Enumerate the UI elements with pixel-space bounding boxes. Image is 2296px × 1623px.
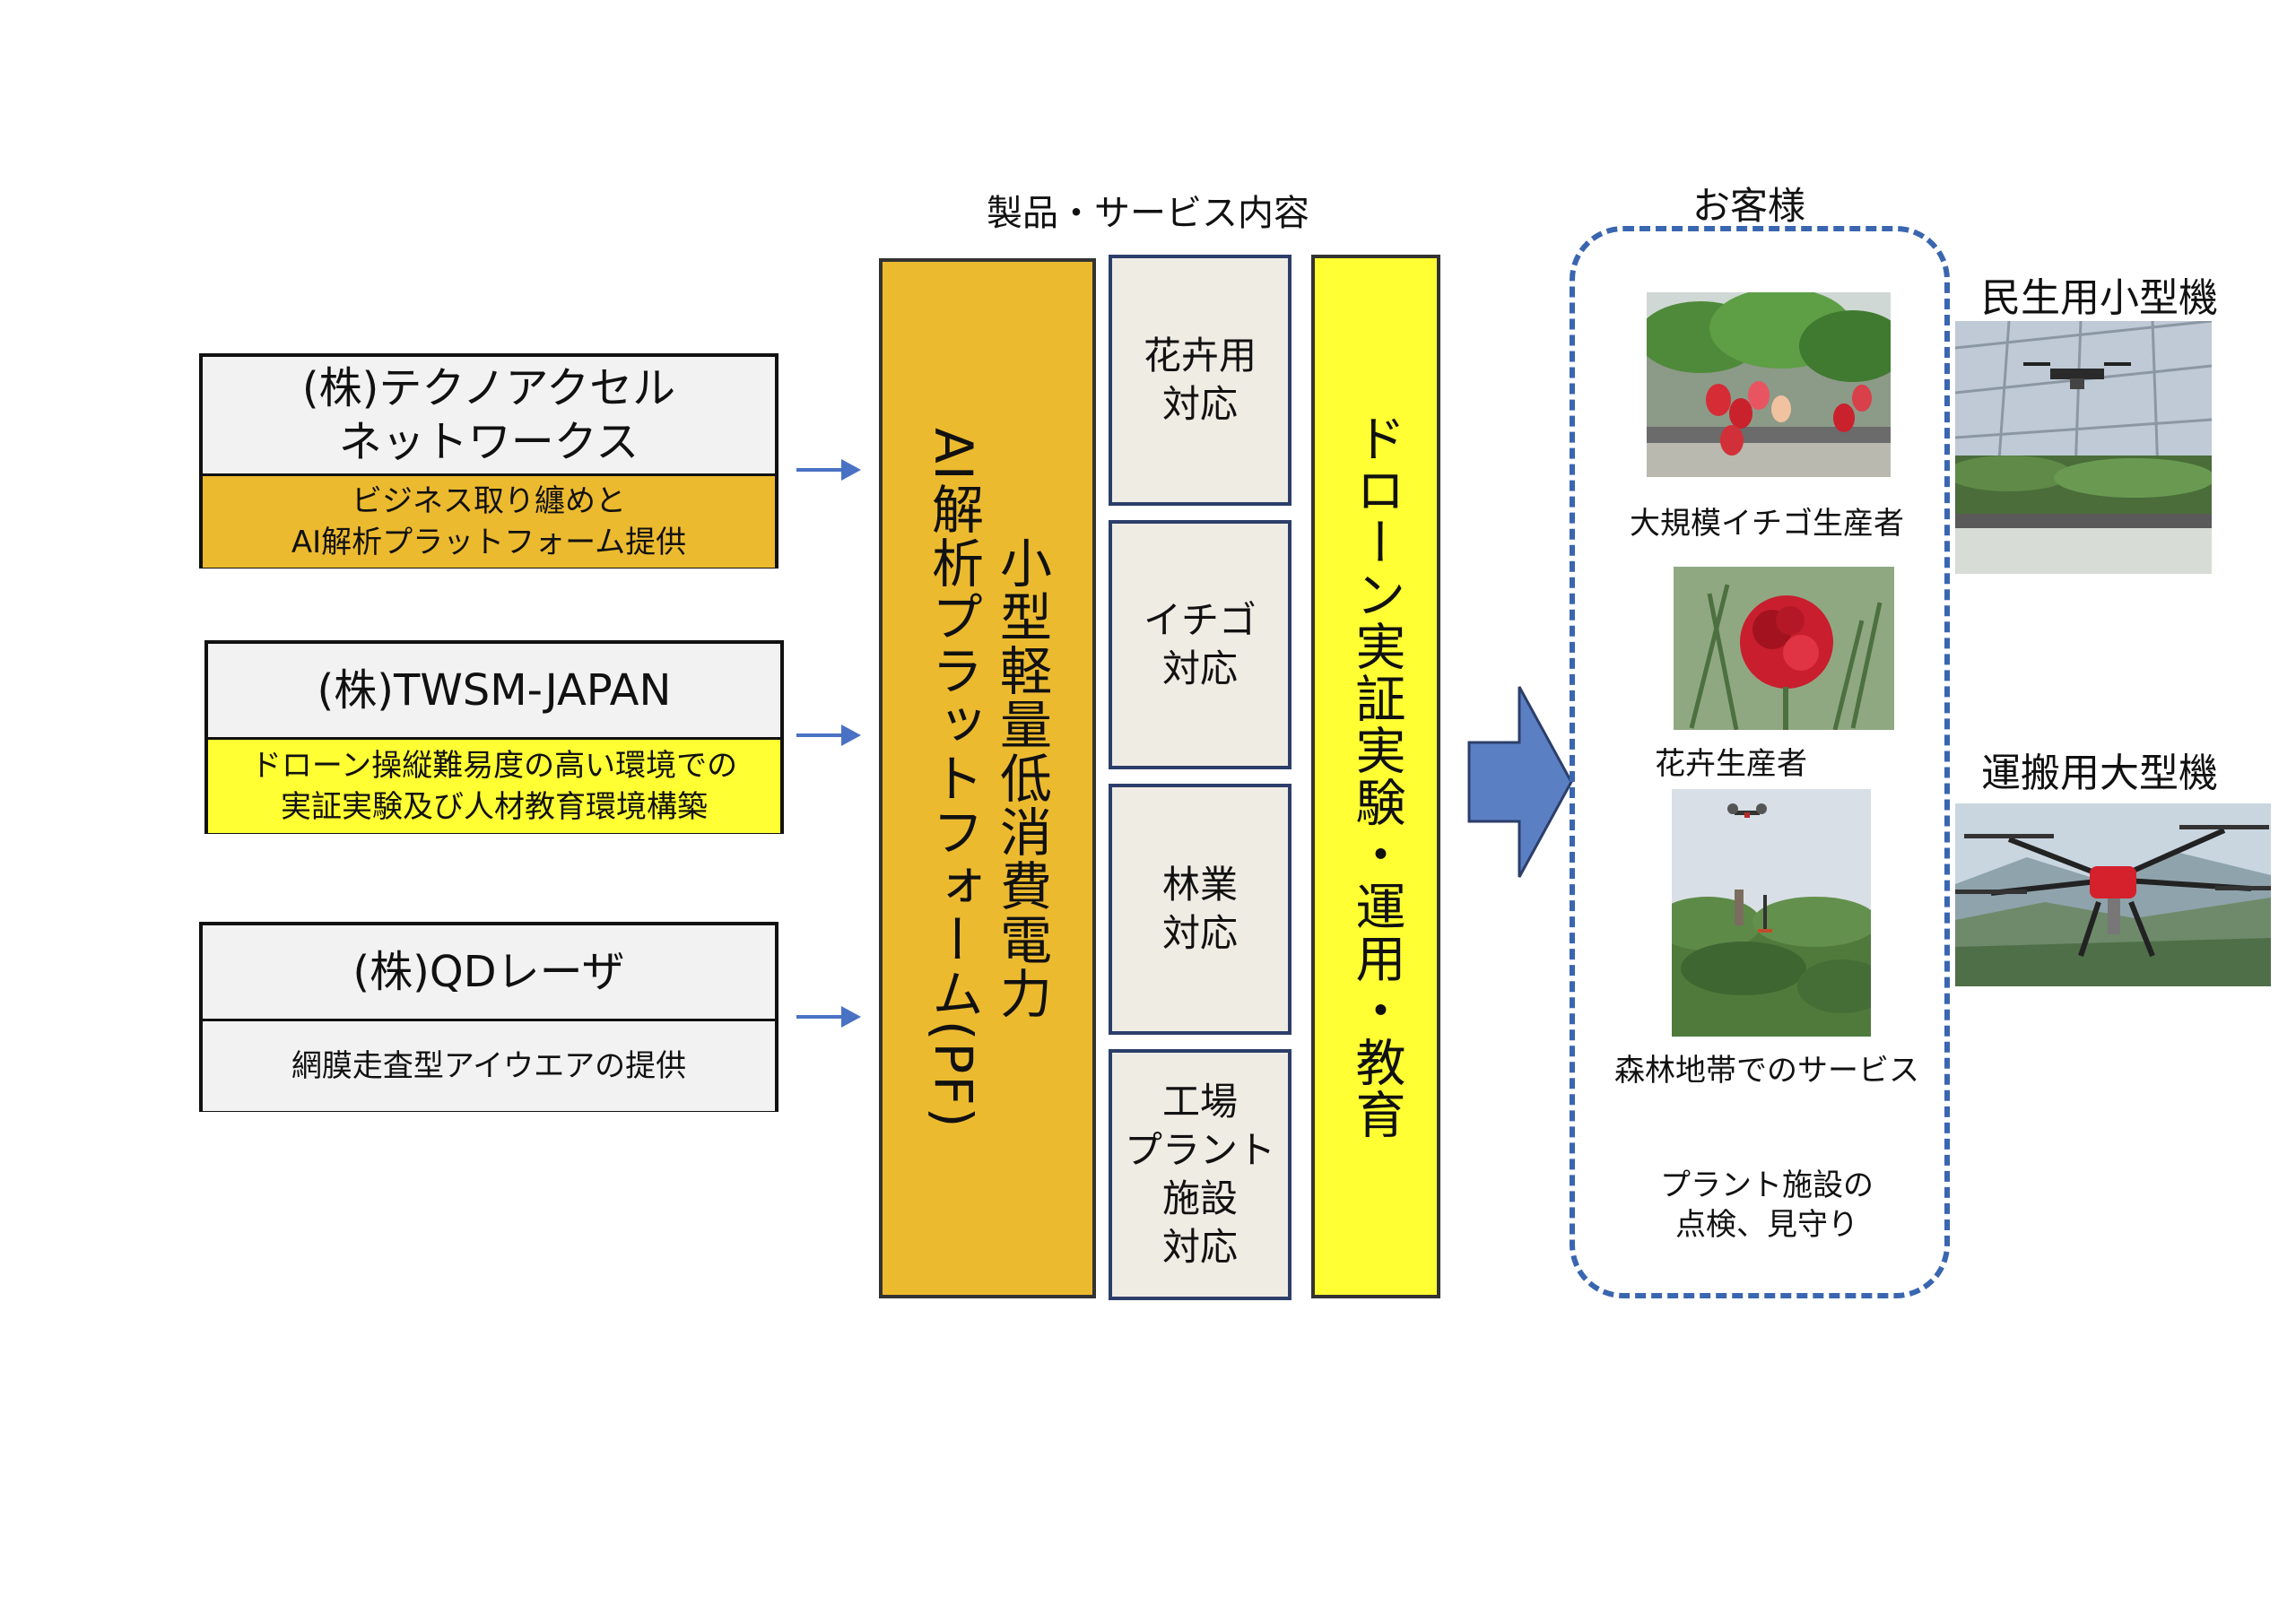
application-factory: 工場 プラント 施設 対応 bbox=[1109, 1049, 1292, 1300]
small-drone-photo bbox=[1955, 321, 2212, 574]
drone-label-large: 運搬用大型機 bbox=[1981, 751, 2218, 796]
customers-container bbox=[1570, 226, 1950, 1298]
arrow-right-icon bbox=[796, 725, 861, 746]
arrow-right-icon bbox=[796, 1006, 861, 1028]
company-name: (株)QDレーザ bbox=[203, 925, 775, 1021]
customer-label-flower: 花卉生産者 bbox=[1655, 746, 1807, 782]
company-role: ドローン操縦難易度の高い環境での 実証実験及び人材教育環境構築 bbox=[208, 740, 780, 833]
company-name: (株)テクノアクセル ネットワークス bbox=[203, 357, 775, 476]
products-title: 製品・サービス内容 bbox=[987, 193, 1309, 234]
platform-text: 小型軽量低消費電力 AI解析プラットフォーム(PF) bbox=[923, 427, 1052, 1130]
strawberry-photo bbox=[1647, 292, 1891, 477]
customer-label-strawberry: 大規模イチゴ生産者 bbox=[1630, 506, 1904, 542]
arrow-right-icon bbox=[796, 459, 861, 481]
platform-column: 小型軽量低消費電力 AI解析プラットフォーム(PF) bbox=[879, 258, 1096, 1298]
company-qd-laser: (株)QDレーザ 網膜走査型アイウエアの提供 bbox=[199, 922, 778, 1112]
company-role: ビジネス取り纏めと AI解析プラットフォーム提供 bbox=[203, 476, 775, 568]
big-arrow-icon bbox=[1467, 686, 1573, 878]
drone-service-column: ドローン実証実験・運用・教育 bbox=[1311, 255, 1440, 1298]
customer-label-plant: プラント施設の 点検、見守り bbox=[1660, 1167, 1874, 1243]
customer-label-forest: 森林地帯でのサービス bbox=[1614, 1053, 1919, 1089]
application-flower: 花卉用 対応 bbox=[1109, 255, 1292, 506]
company-technoaccel: (株)テクノアクセル ネットワークス ビジネス取り纏めと AI解析プラットフォー… bbox=[199, 353, 778, 568]
drone-service-text: ドローン実証実験・運用・教育 bbox=[1347, 412, 1405, 1141]
company-role: 網膜走査型アイウエアの提供 bbox=[203, 1021, 775, 1111]
company-name: (株)TWSM-JAPAN bbox=[208, 644, 780, 740]
large-drone-photo bbox=[1955, 803, 2271, 986]
application-forestry: 林業 対応 bbox=[1109, 784, 1292, 1035]
forest-photo bbox=[1672, 789, 1871, 1037]
company-twsm-japan: (株)TWSM-JAPAN ドローン操縦難易度の高い環境での 実証実験及び人材教… bbox=[204, 640, 784, 834]
application-strawberry: イチゴ 対応 bbox=[1109, 520, 1292, 769]
carnation-photo bbox=[1674, 567, 1894, 730]
customers-title: お客様 bbox=[1692, 184, 1805, 228]
drone-label-small: 民生用小型機 bbox=[1981, 275, 2218, 321]
